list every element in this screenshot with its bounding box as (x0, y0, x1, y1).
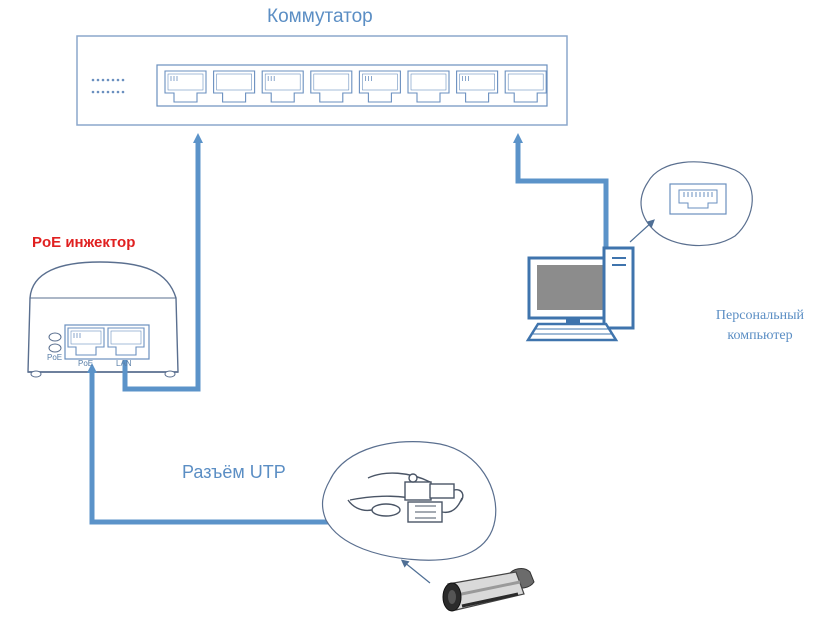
switch-ports (164, 70, 547, 103)
cable-camera-to-injector (87, 363, 334, 525)
camera-callout-pointer (400, 559, 431, 584)
switch-port-7 (456, 70, 499, 103)
switch-port-6 (407, 70, 450, 103)
injector-poe-port (67, 327, 105, 356)
pc-screen (537, 265, 608, 310)
pc-label-line2: компьютер (727, 328, 793, 343)
pc-label-line1: Персональный (715, 308, 805, 323)
pc-label: Персональный компьютер (700, 306, 820, 346)
injector-poe-port-caption: PoE (78, 359, 94, 368)
cable-pc-to-switch (513, 133, 609, 249)
pc-tower (602, 246, 635, 330)
injector-lan-port-caption: LAN (116, 359, 132, 368)
pc-port-callout (629, 161, 753, 247)
switch-device (76, 35, 568, 126)
personal-computer (525, 246, 635, 342)
switch-port-8 (504, 70, 547, 103)
poe-injector-label: PoE инжектор (32, 234, 136, 251)
switch-port-3 (261, 70, 304, 103)
switch-port-1 (164, 70, 207, 103)
injector-led-2 (48, 343, 62, 353)
switch-label: Коммутатор (267, 6, 373, 27)
switch-port-4 (310, 70, 353, 103)
utp-connector-callout (321, 441, 497, 584)
poe-injector-device (27, 261, 179, 378)
injector-ports (67, 327, 145, 356)
utp-connector-sketch (347, 472, 464, 523)
switch-status-leds (91, 78, 125, 94)
cable-lan-to-switch (122, 133, 203, 392)
injector-led-caption: PoE (47, 353, 63, 362)
utp-label: Разъём UTP (182, 462, 286, 482)
switch-port-2 (213, 70, 256, 103)
injector-lan-port (107, 327, 145, 356)
cables (87, 133, 609, 525)
security-camera (442, 568, 535, 612)
pc-callout-pointer (629, 219, 655, 243)
pc-stand (566, 318, 580, 324)
pc-keyboard (525, 322, 619, 342)
switch-port-5 (358, 70, 401, 103)
injector-led-1 (48, 332, 62, 342)
